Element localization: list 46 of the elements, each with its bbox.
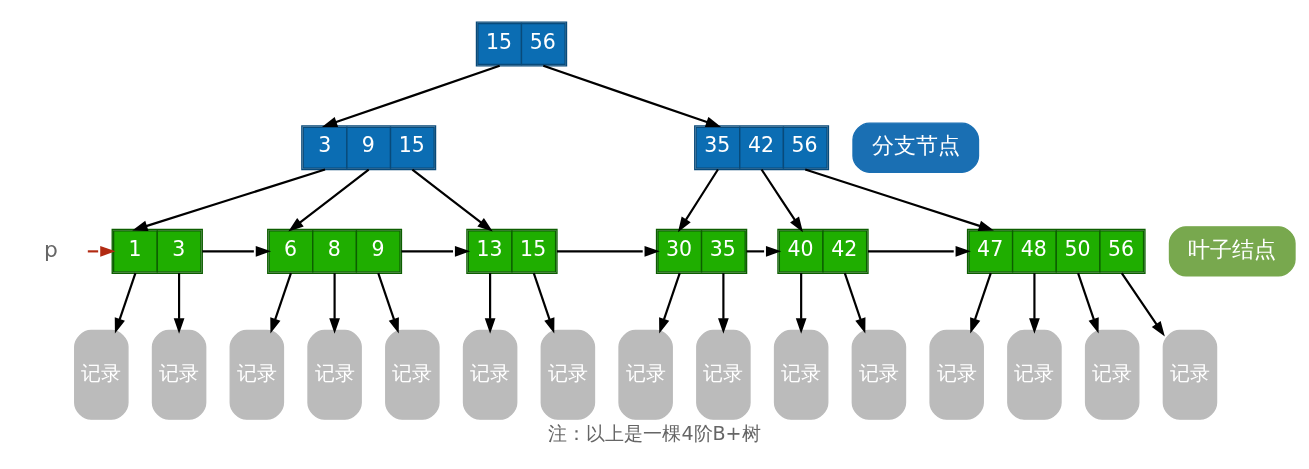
node-box: 记录 <box>929 329 984 420</box>
arrow <box>718 272 729 334</box>
node-box: 记录 <box>462 329 518 420</box>
arrow <box>1120 272 1165 337</box>
node-box: 记录 <box>851 329 907 420</box>
arrow <box>411 168 493 232</box>
arrow <box>556 245 660 257</box>
caption: 注：以上是一棵4阶B+树 <box>548 421 761 445</box>
arrow <box>288 168 370 232</box>
arrow <box>804 168 994 231</box>
arrow <box>677 168 719 232</box>
arrow <box>542 64 722 127</box>
node-box: 记录 <box>696 329 751 420</box>
node-box: 记录 <box>385 329 440 420</box>
node-box: 分支节点 <box>852 121 980 173</box>
arrow <box>1029 272 1040 334</box>
arrow <box>329 272 340 334</box>
node-box: 记录 <box>1162 329 1218 420</box>
arrow <box>532 272 555 333</box>
node-box: 记录 <box>1007 329 1062 420</box>
node-box: 记录 <box>540 329 596 420</box>
node-box: 记录 <box>307 329 362 420</box>
arrow <box>760 168 803 232</box>
arrow <box>401 245 471 257</box>
node-box: 记录 <box>74 329 129 420</box>
arrow <box>114 272 137 333</box>
arrow <box>970 272 992 333</box>
arrow <box>270 272 292 333</box>
arrow <box>321 64 500 127</box>
arrow <box>484 272 496 334</box>
arrow <box>132 168 326 231</box>
arrow <box>1077 272 1099 333</box>
arrow <box>659 272 681 333</box>
arrow <box>173 272 185 334</box>
arrow <box>795 272 807 334</box>
node-text: p <box>43 236 58 262</box>
node-box: 记录 <box>773 329 829 420</box>
arrow <box>843 272 866 333</box>
arrow <box>868 245 971 257</box>
arrow <box>202 245 272 257</box>
node-box: 记录 <box>229 329 285 420</box>
node-box: 记录 <box>618 329 673 420</box>
node-box: 记录 <box>151 329 207 420</box>
node-box: 记录 <box>1084 329 1140 420</box>
node-box: 叶子结点 <box>1168 225 1296 277</box>
arrow <box>377 272 399 333</box>
